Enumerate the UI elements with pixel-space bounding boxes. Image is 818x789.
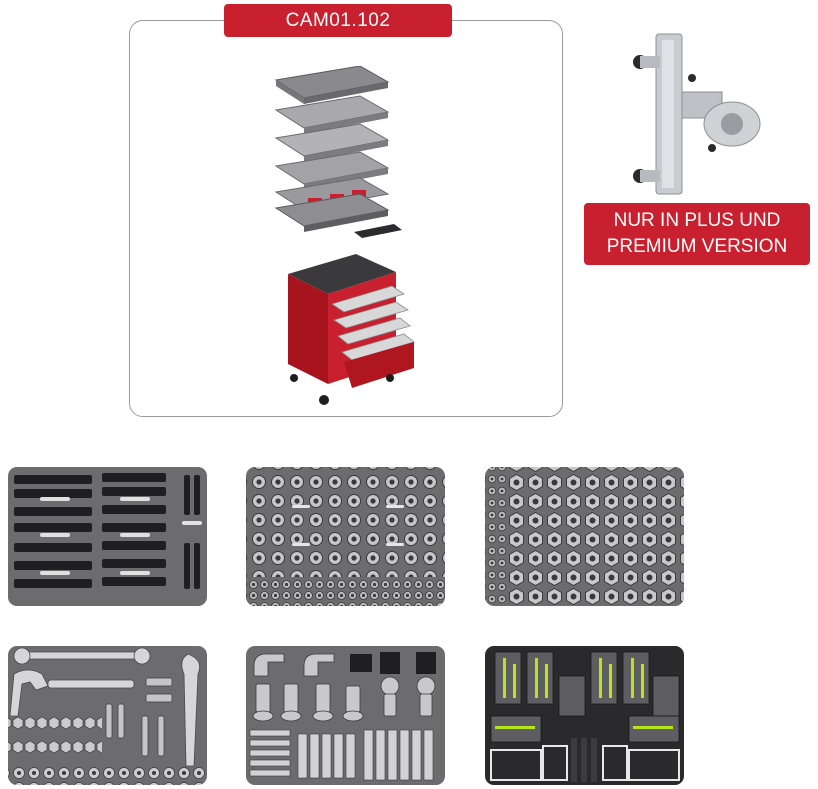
tray-pins (8, 467, 207, 606)
product-code-badge: CAM01.102 (224, 4, 452, 37)
tray-supports (485, 646, 684, 785)
note-line-1: NUR IN PLUS UND (613, 210, 781, 231)
tray-stack-image (274, 66, 402, 238)
tray-clamps (246, 646, 445, 785)
tray-round-nuts (246, 467, 445, 606)
trolley-image (288, 254, 415, 405)
tray-hex-nuts (485, 467, 684, 606)
tray-wrenches (8, 646, 207, 785)
note-line-2: PREMIUM VERSION (606, 236, 788, 257)
clamp-image (633, 33, 761, 195)
version-note-badge: NUR IN PLUS UND PREMIUM VERSION (584, 203, 810, 265)
